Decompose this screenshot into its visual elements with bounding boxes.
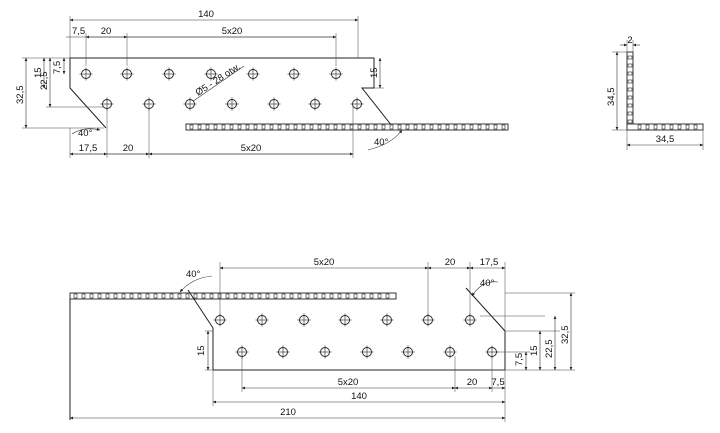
top-flange-strip [185,123,509,131]
bottom-dim-top-pitch: 20 [445,257,456,268]
top-view: 140 7,5 20 5x20 7,5 15 22,5 32,5 15 Ø5 -… [15,9,509,158]
profile-leg-horizontal: 34,5 [656,134,675,145]
bottom-dim-row-depth: 22,5 [544,340,555,359]
bottom-dim-top-group: 5x20 [314,257,335,268]
hole [142,97,156,111]
top-dim-bottom-pitch: 20 [123,143,134,154]
hole [120,67,134,81]
bottom-dim-total-height: 32,5 [560,326,571,345]
hole [204,67,218,81]
top-dim-overall: 140 [198,9,214,20]
profile-view: 2 34,5 34,5 [606,35,704,150]
top-dim-pitch-group: 5x20 [222,26,243,37]
top-dim-row-depth: 22,5 [39,72,50,91]
hole [100,97,114,111]
hole [276,345,290,359]
top-dim-edge-small: 7,5 [52,61,63,74]
profile-thickness: 2 [627,35,632,46]
hole [443,345,457,359]
bottom-hole-pattern [213,313,499,359]
top-angle-right: 40° [374,137,389,148]
profile-leg-vertical: 34,5 [606,88,617,107]
hole [183,97,197,111]
top-dim-row-gap: 15 [33,67,44,78]
bottom-dim-bottom-last: 7,5 [491,377,504,388]
top-dim-total-height: 32,5 [15,86,26,105]
bottom-angle-left: 40° [186,269,201,280]
bottom-dim-left-height: 15 [196,345,207,356]
hole [463,313,477,327]
hole [255,313,269,327]
hole [225,97,239,111]
top-dim-pitch: 20 [101,26,112,37]
top-dim-first-offset: 7,5 [72,26,85,37]
bottom-dim-total: 210 [280,407,296,418]
hole [162,67,176,81]
bottom-flange-strip [69,292,397,300]
bottom-angle-right: 40° [480,278,495,289]
hole [485,345,499,359]
hole [297,313,311,327]
bottom-dim-edge-small: 7,5 [514,353,525,366]
hole [360,345,374,359]
bottom-dim-base: 140 [351,391,367,402]
hole [329,67,343,81]
top-dim-right-height: 15 [369,67,380,78]
top-angle-left: 40° [78,128,93,139]
hole [235,345,249,359]
hole [421,313,435,327]
hole [79,67,93,81]
hole [308,97,322,111]
hole [267,97,281,111]
top-holes-callout: Ø5 - 28 otw. [194,61,243,98]
hole [350,97,364,111]
top-hole-pattern [79,67,364,111]
bottom-dim-top-last: 17,5 [480,257,499,268]
hole [246,67,260,81]
hole [380,313,394,327]
hole [287,67,301,81]
hole [401,345,415,359]
bottom-view: 5x20 20 17,5 40° 40° 15 7,5 15 22,5 32,5… [69,257,575,422]
bottom-dim-bottom-group: 5x20 [338,377,359,388]
bottom-dim-bottom-pitch: 20 [467,377,478,388]
hole [318,345,332,359]
top-dim-bottom-first: 17,5 [79,143,98,154]
bottom-dim-row-gap: 15 [529,345,540,356]
hole [213,313,227,327]
top-dim-bottom-group: 5x20 [241,143,262,154]
hole [338,313,352,327]
